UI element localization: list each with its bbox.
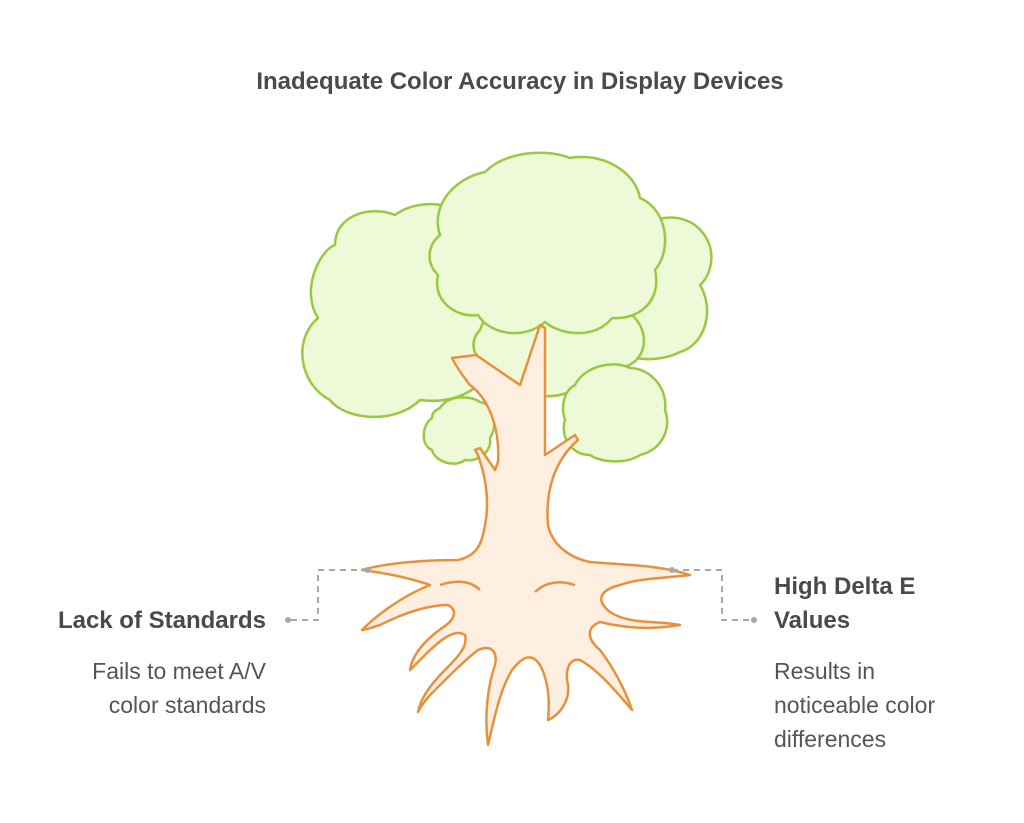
- title-line: Values: [774, 607, 851, 634]
- trunk-roots: [360, 323, 692, 747]
- title-line: High Delta E: [774, 573, 916, 600]
- left-connector-end-dot: [285, 617, 291, 623]
- label-high-delta-e: High Delta E Values Results in noticeabl…: [774, 570, 1014, 756]
- label-title: Lack of Standards: [57, 607, 266, 634]
- left-connector-dot: [365, 567, 371, 573]
- right-connector-end-dot: [751, 617, 757, 623]
- root-detail-right: [534, 581, 576, 593]
- label-title: High Delta E Values: [774, 570, 1014, 638]
- foliage-small-left-cloud: [422, 396, 496, 465]
- foliage-top-cloud: [428, 151, 667, 335]
- description-line: noticeable color: [774, 692, 936, 718]
- description-line: Results in: [774, 658, 875, 684]
- root-detail-left: [439, 580, 481, 591]
- left-connector-line: [290, 569, 368, 621]
- right-connector-line: [672, 569, 752, 621]
- label-description: Results in noticeable color differences: [774, 654, 1014, 756]
- description-line: differences: [774, 726, 887, 752]
- description-line: color standards: [108, 692, 266, 718]
- tree-trunk: [360, 323, 692, 747]
- diagram-title: Inadequate Color Accuracy in Display Dev…: [256, 68, 784, 95]
- right-connector-dot: [669, 567, 675, 573]
- label-description: Fails to meet A/V color standards: [6, 654, 266, 722]
- connectors: [290, 569, 752, 621]
- label-lack-of-standards: Lack of Standards Fails to meet A/V colo…: [6, 604, 266, 722]
- foliage-small-right-cloud: [561, 363, 669, 463]
- description-line: Fails to meet A/V: [92, 658, 266, 684]
